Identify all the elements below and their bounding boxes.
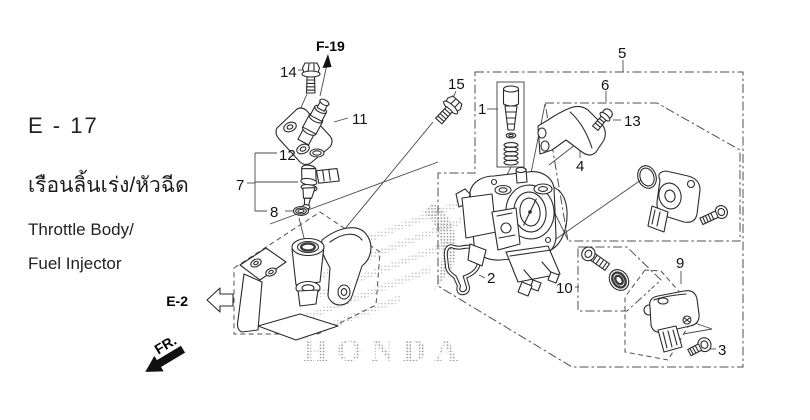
map-sensor-9 <box>643 290 700 353</box>
o-ring-12 <box>309 148 325 158</box>
title-english-line2: Fuel Injector <box>28 254 122 273</box>
callout-2[interactable]: 2 <box>487 270 495 287</box>
callout-5[interactable]: 5 <box>618 45 626 62</box>
fr-arrow-icon <box>145 345 186 372</box>
seal-ring-8 <box>292 205 310 217</box>
front-direction-marker: FR. <box>145 332 186 372</box>
e2-reference[interactable]: E-2 <box>166 287 234 313</box>
callout-15[interactable]: 15 <box>448 76 465 93</box>
honda-watermark: HONDA <box>300 196 470 368</box>
callout-10[interactable]: 10 <box>556 280 573 297</box>
group-box-5 <box>437 71 744 368</box>
tps-bolt <box>699 205 728 226</box>
title-english-line1: Throttle Body/ <box>28 220 134 239</box>
callout-4[interactable]: 4 <box>576 158 584 175</box>
group-box-9 <box>624 269 698 361</box>
callout-12[interactable]: 12 <box>279 147 296 164</box>
e2-label[interactable]: E-2 <box>166 293 188 309</box>
callout-13[interactable]: 13 <box>624 113 641 130</box>
tps-o-ring <box>637 165 657 189</box>
f19-arrowhead <box>322 54 332 68</box>
group-box-10 <box>577 246 662 312</box>
grommet <box>608 269 630 291</box>
idle-screw-set-1 <box>502 85 520 166</box>
throttle-body <box>455 166 568 297</box>
section-code: E - 17 <box>28 113 99 138</box>
screw-13 <box>592 108 613 131</box>
manifold-ref-box <box>233 211 381 335</box>
callout-6[interactable]: 6 <box>601 77 609 94</box>
f19-label[interactable]: F-19 <box>316 38 345 54</box>
title-thai: เรือนลิ้นเร่ง/หัวฉีด <box>28 170 189 197</box>
e2-arrow-icon <box>206 287 234 313</box>
intake-manifold <box>236 227 372 341</box>
group-box-6 <box>544 102 741 242</box>
joint-stem <box>297 98 330 146</box>
callout-8[interactable]: 8 <box>270 204 278 221</box>
gasket-2 <box>443 244 482 296</box>
callout-9[interactable]: 9 <box>676 255 684 272</box>
callout-1[interactable]: 1 <box>478 101 486 118</box>
watermark-brand-text: HONDA <box>303 332 467 368</box>
wing-band <box>300 266 430 323</box>
bolt-3 <box>687 337 712 357</box>
callout-3[interactable]: 3 <box>718 342 726 359</box>
callout-14[interactable]: 14 <box>280 64 297 81</box>
bolt-15 <box>435 95 463 125</box>
tps-sensor <box>647 170 701 233</box>
fuel-injector-7 <box>300 164 340 210</box>
sensor-mount-set-10 <box>581 246 656 311</box>
page-header: E - 17 เรือนลิ้นเร่ง/หัวฉีด Throttle Bod… <box>28 113 189 273</box>
bolt-14 <box>301 62 321 94</box>
part-callouts: 1 2 3 4 5 6 7 8 9 10 11 12 13 14 15 <box>236 45 726 359</box>
callout-11[interactable]: 11 <box>352 111 368 128</box>
spring <box>503 142 519 166</box>
callout-7[interactable]: 7 <box>236 177 244 194</box>
